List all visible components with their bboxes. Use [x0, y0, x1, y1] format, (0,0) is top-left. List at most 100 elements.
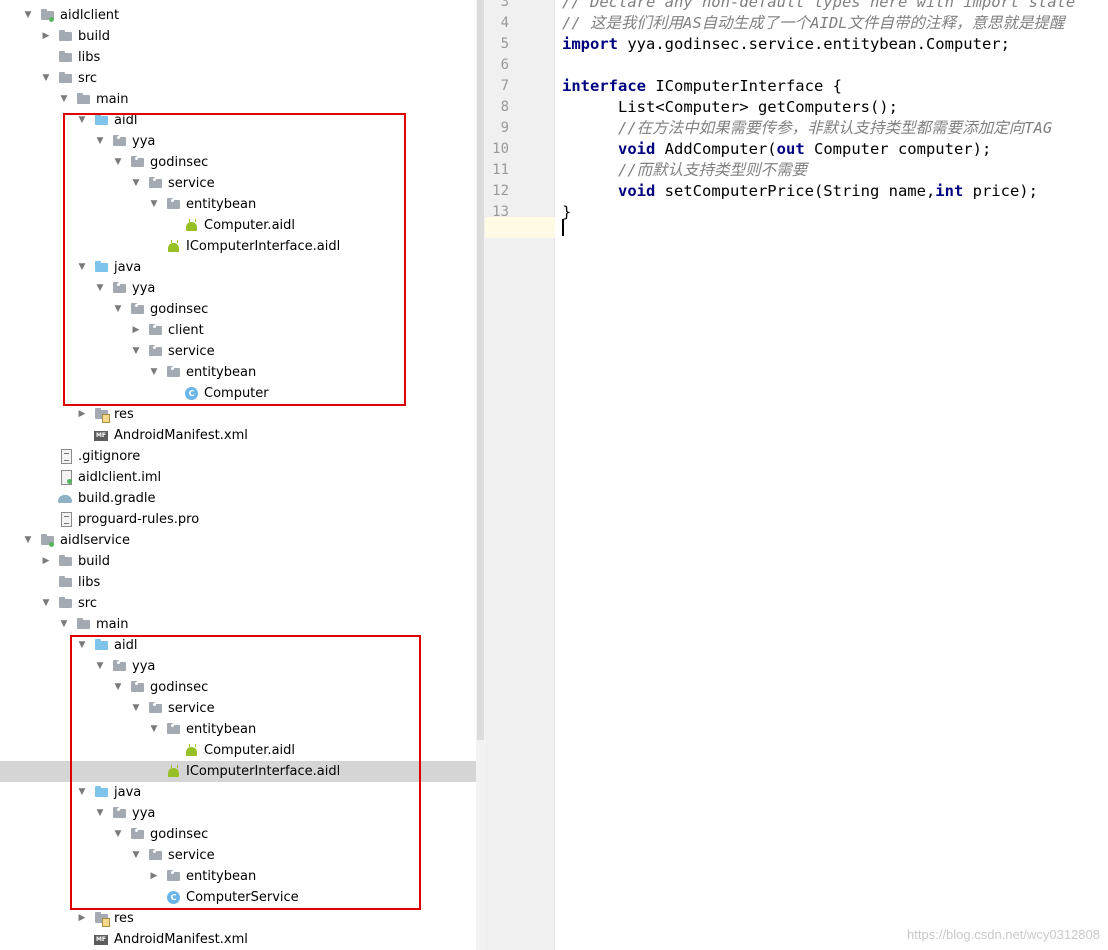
code-line[interactable]: }: [562, 202, 571, 223]
code-line[interactable]: import yya.godinsec.service.entitybean.C…: [562, 34, 1010, 55]
code-line[interactable]: //而默认支持类型则不需要: [562, 160, 807, 181]
tree-item[interactable]: libs: [0, 572, 476, 593]
tree-item[interactable]: IComputerInterface.aidl: [0, 761, 476, 782]
tree-item[interactable]: ▼aidl: [0, 635, 476, 656]
scrollbar-thumb[interactable]: [477, 0, 484, 740]
collapse-arrow-icon[interactable]: ▶: [132, 325, 140, 335]
package-icon: [148, 344, 163, 359]
expand-arrow-icon[interactable]: ▼: [150, 367, 158, 377]
expand-arrow-icon[interactable]: ▼: [96, 283, 104, 293]
tree-item[interactable]: ▼yya: [0, 803, 476, 824]
tree-item[interactable]: proguard-rules.pro: [0, 509, 476, 530]
tree-item[interactable]: ▼service: [0, 845, 476, 866]
expand-arrow-icon[interactable]: ▼: [42, 598, 50, 608]
source-folder-icon: [94, 113, 109, 128]
tree-item[interactable]: ▼entitybean: [0, 719, 476, 740]
tree-item[interactable]: ▼entitybean: [0, 194, 476, 215]
class-icon: C: [184, 386, 199, 401]
expand-arrow-icon[interactable]: ▼: [24, 535, 32, 545]
expand-arrow-icon[interactable]: ▼: [114, 829, 122, 839]
tree-item[interactable]: ▼ godinsec: [0, 824, 476, 845]
expand-arrow-icon[interactable]: ▼: [132, 178, 140, 188]
tree-item[interactable]: ▼yya: [0, 278, 476, 299]
expand-arrow-icon[interactable]: ▼: [42, 73, 50, 83]
tree-item[interactable]: ▼main: [0, 89, 476, 110]
tree-item[interactable]: aidlclient.iml: [0, 467, 476, 488]
expand-arrow-icon[interactable]: ▼: [96, 808, 104, 818]
expand-arrow-icon[interactable]: ▼: [96, 136, 104, 146]
expand-arrow-icon[interactable]: ▼: [78, 640, 86, 650]
tree-item[interactable]: ▼java: [0, 782, 476, 803]
tree-item[interactable]: ▶entitybean: [0, 866, 476, 887]
tree-item-label: res: [114, 911, 134, 926]
tree-item[interactable]: ▼entitybean: [0, 362, 476, 383]
code-line[interactable]: // Declare any non-default types here wi…: [562, 0, 1075, 13]
code-line[interactable]: // 这是我们利用AS自动生成了一个AIDL文件自带的注释，意思就是提醒: [562, 13, 1065, 34]
code-line[interactable]: void AddComputer(out Computer computer);: [562, 139, 991, 160]
tree-item[interactable]: ▼service: [0, 173, 476, 194]
collapse-arrow-icon[interactable]: ▶: [78, 913, 86, 923]
expand-arrow-icon[interactable]: ▼: [114, 304, 122, 314]
tree-item[interactable]: ▼ aidlclient: [0, 5, 476, 26]
expand-arrow-icon[interactable]: ▼: [60, 619, 68, 629]
code-editor[interactable]: // Declare any non-default types here wi…: [555, 0, 1108, 950]
tree-item[interactable]: ▼godinsec: [0, 677, 476, 698]
expand-arrow-icon[interactable]: ▼: [78, 115, 86, 125]
tree-item-label: aidl: [114, 113, 138, 128]
line-number: 10: [492, 141, 509, 157]
tree-item[interactable]: Computer.aidl: [0, 740, 476, 761]
tree-item[interactable]: IComputerInterface.aidl: [0, 236, 476, 257]
tree-item[interactable]: ▼src: [0, 68, 476, 89]
tree-item-label: godinsec: [150, 827, 209, 842]
code-line[interactable]: interface IComputerInterface {: [562, 76, 842, 97]
folder-icon: [76, 617, 91, 632]
tree-item[interactable]: libs: [0, 47, 476, 68]
tree-scrollbar[interactable]: [476, 0, 485, 950]
code-line[interactable]: void setComputerPrice(String name,int pr…: [562, 181, 1038, 202]
tree-item[interactable]: ▼ aidl: [0, 110, 476, 131]
tree-item[interactable]: ▶ res: [0, 908, 476, 929]
collapse-arrow-icon[interactable]: ▶: [42, 31, 50, 41]
tree-item[interactable]: ▼yya: [0, 656, 476, 677]
expand-arrow-icon[interactable]: ▼: [96, 661, 104, 671]
tree-item[interactable]: ▶res: [0, 404, 476, 425]
expand-arrow-icon[interactable]: ▼: [150, 199, 158, 209]
expand-arrow-icon[interactable]: ▼: [150, 724, 158, 734]
expand-arrow-icon[interactable]: ▼: [114, 682, 122, 692]
tree-item[interactable]: ▼yya: [0, 131, 476, 152]
tree-item[interactable]: build.gradle: [0, 488, 476, 509]
expand-arrow-icon[interactable]: ▼: [132, 346, 140, 356]
expand-arrow-icon[interactable]: ▼: [24, 10, 32, 20]
tree-item[interactable]: ▼service: [0, 341, 476, 362]
collapse-arrow-icon[interactable]: ▶: [78, 409, 86, 419]
code-line[interactable]: //在方法中如果需要传参，非默认支持类型都需要添加定向TAG: [562, 118, 1052, 139]
tree-item[interactable]: ▼java: [0, 257, 476, 278]
expand-arrow-icon[interactable]: ▼: [60, 94, 68, 104]
folder-icon: [58, 575, 73, 590]
tree-item[interactable]: ▶build: [0, 26, 476, 47]
tree-item-label: aidlclient: [60, 8, 120, 23]
tree-item[interactable]: ▼service: [0, 698, 476, 719]
expand-arrow-icon[interactable]: ▼: [132, 703, 140, 713]
tree-item[interactable]: ▼main: [0, 614, 476, 635]
collapse-arrow-icon[interactable]: ▶: [150, 871, 158, 881]
expand-arrow-icon[interactable]: ▼: [78, 787, 86, 797]
tree-item[interactable]: ▼src: [0, 593, 476, 614]
code-line[interactable]: List<Computer> getComputers();: [562, 97, 898, 118]
tree-item[interactable]: ▼godinsec: [0, 152, 476, 173]
tree-item[interactable]: ▼godinsec: [0, 299, 476, 320]
collapse-arrow-icon[interactable]: ▶: [42, 556, 50, 566]
tree-item[interactable]: ▶client: [0, 320, 476, 341]
tree-item[interactable]: ▼aidlservice: [0, 530, 476, 551]
expand-arrow-icon[interactable]: ▼: [78, 262, 86, 272]
tree-item[interactable]: ▶build: [0, 551, 476, 572]
expand-arrow-icon[interactable]: ▼: [132, 850, 140, 860]
expand-arrow-icon[interactable]: ▼: [114, 157, 122, 167]
tree-item[interactable]: Computer.aidl: [0, 215, 476, 236]
tree-item[interactable]: .gitignore: [0, 446, 476, 467]
